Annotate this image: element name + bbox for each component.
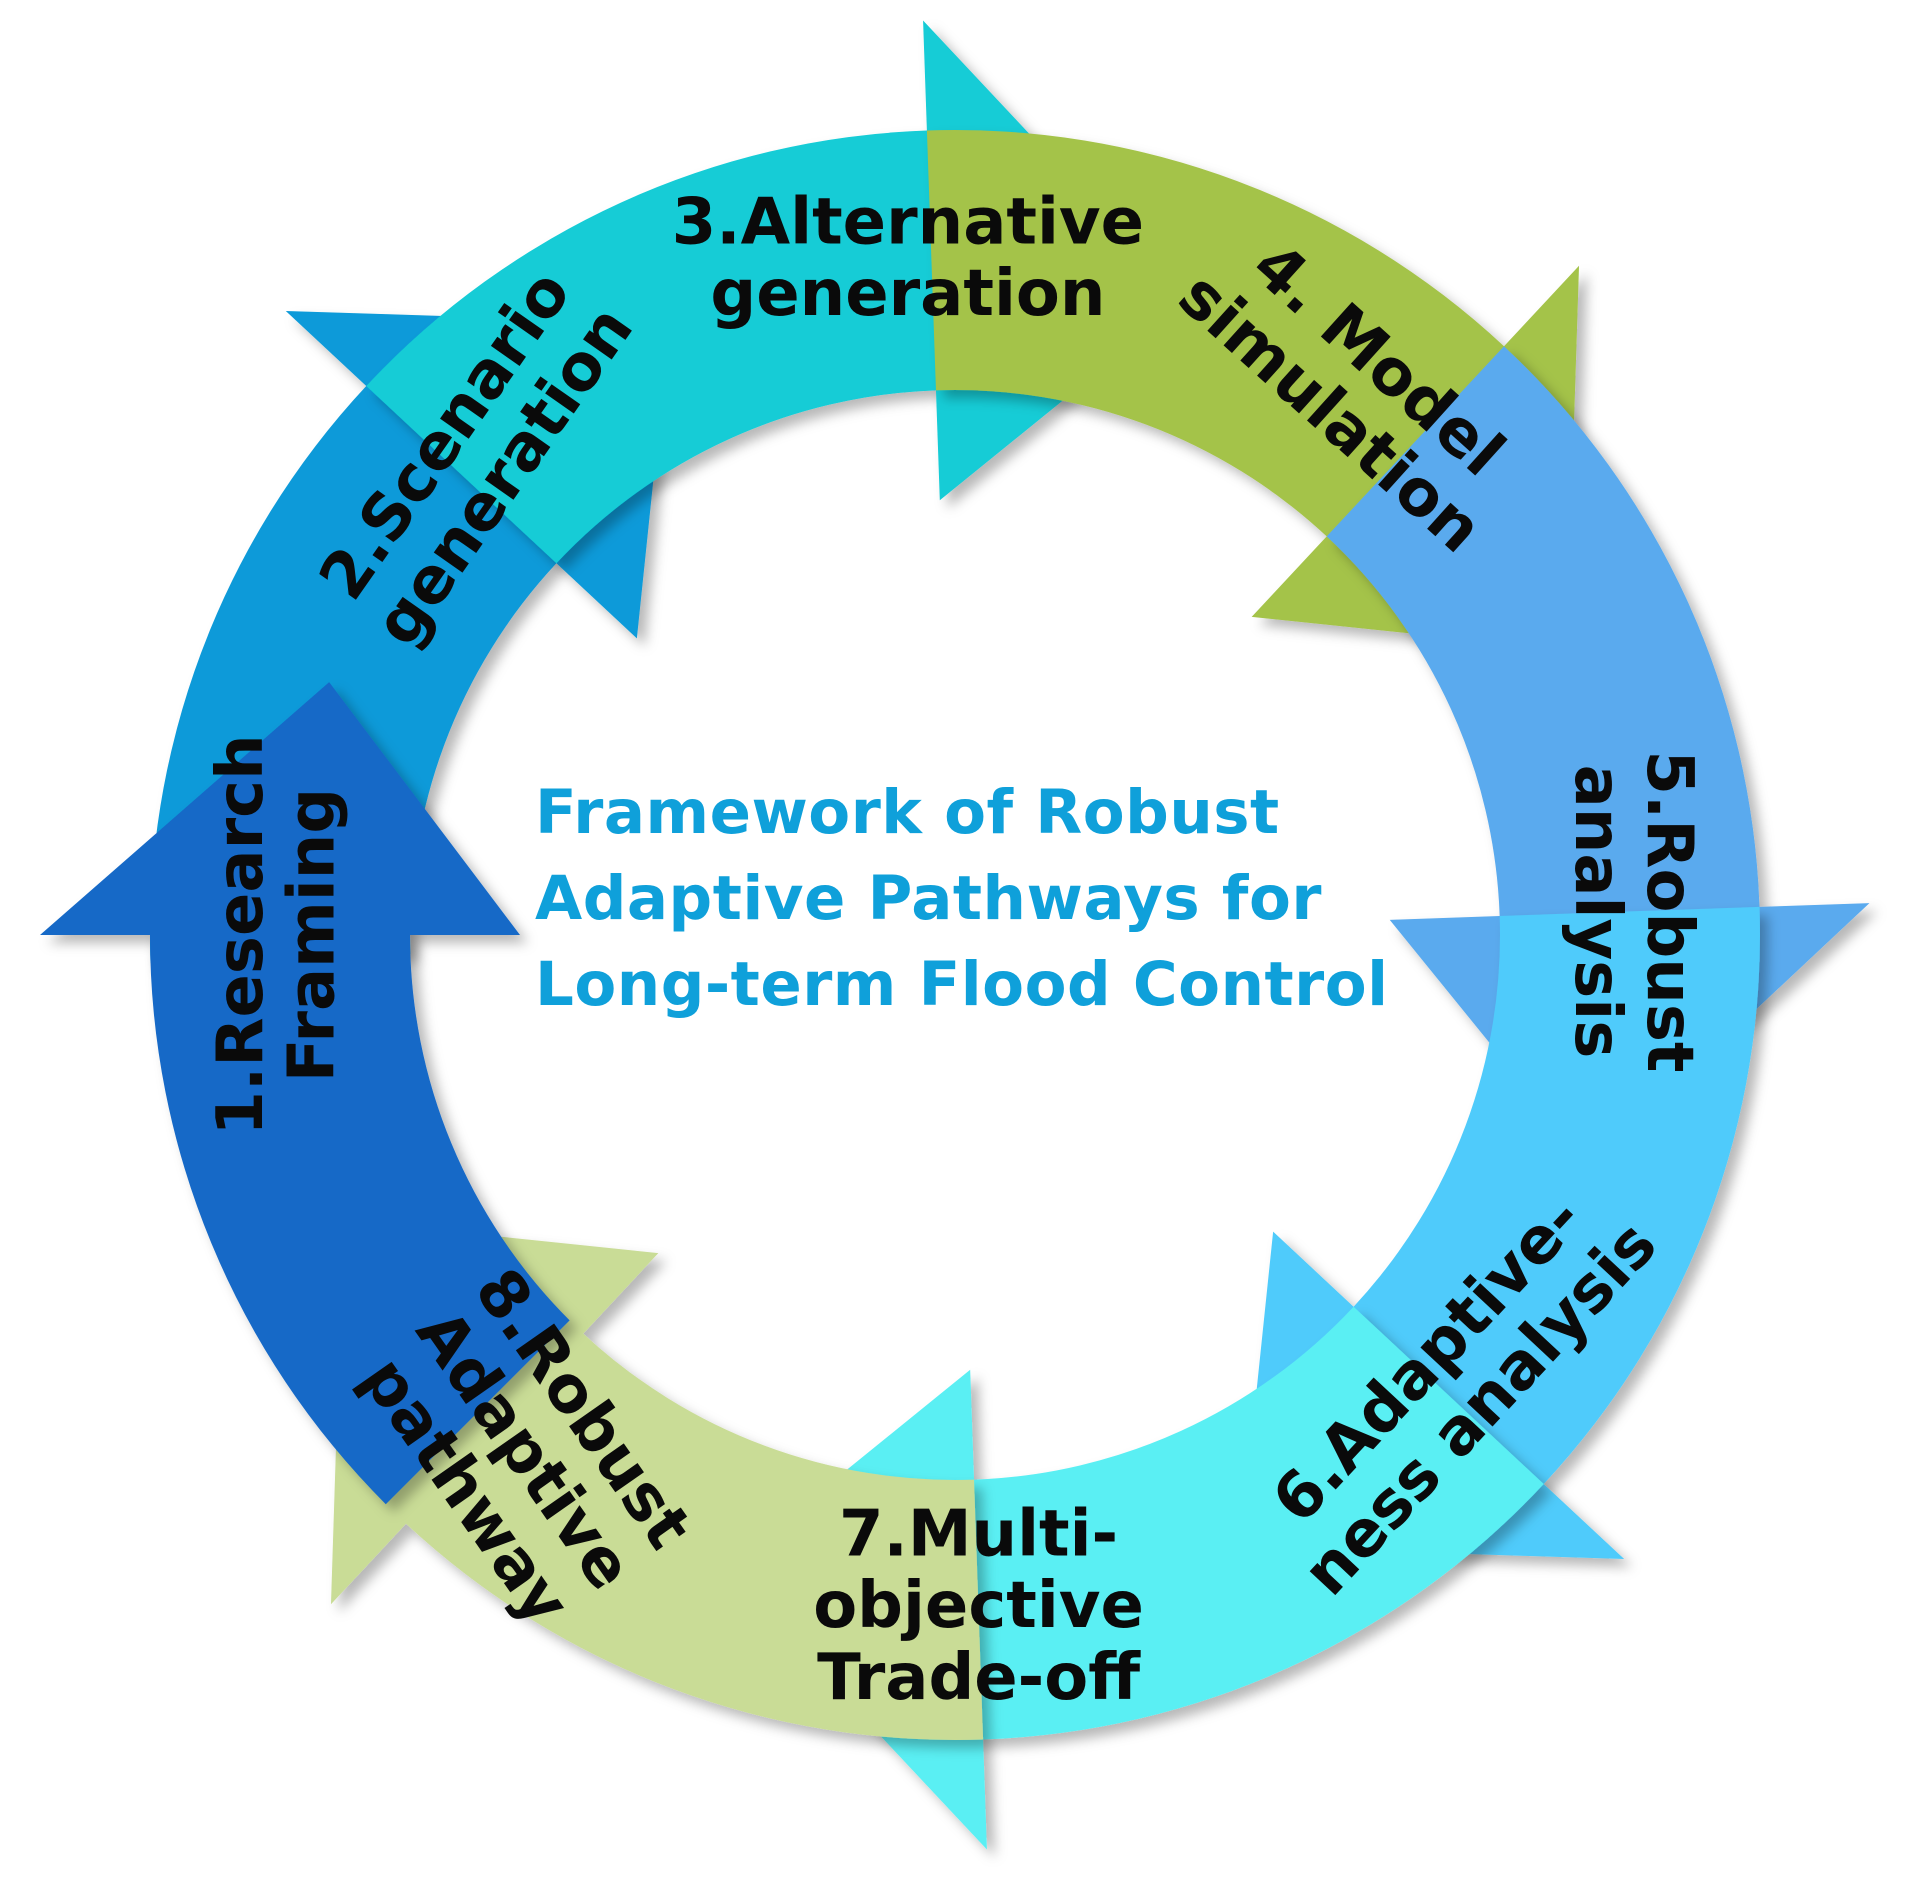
step-7-label-line-1: 7.Multi- — [839, 1497, 1118, 1571]
step-1-arrow — [40, 682, 570, 1505]
step-1-label-line-2: Framing — [275, 788, 349, 1082]
step-1-label-line-1: 1.Research — [204, 734, 278, 1135]
step-5-label-line-2: analysis — [1560, 765, 1634, 1059]
title-line-1: Framework of Robust — [535, 777, 1280, 848]
step-5-label-line-1: 5.Robust — [1632, 750, 1706, 1072]
step-3-label-line-1: 3.Alternative — [672, 185, 1144, 259]
step-7-label-line-3: Trade-off — [817, 1641, 1141, 1715]
step-7-label-line-2: objective — [813, 1569, 1144, 1643]
title-line-3: Long-term Flood Control — [535, 949, 1389, 1020]
framework-title: Framework of Robust Adaptive Pathways fo… — [535, 770, 1435, 1028]
title-line-2: Adaptive Pathways for — [535, 863, 1322, 934]
step-3-label-line-2: generation — [710, 257, 1105, 331]
